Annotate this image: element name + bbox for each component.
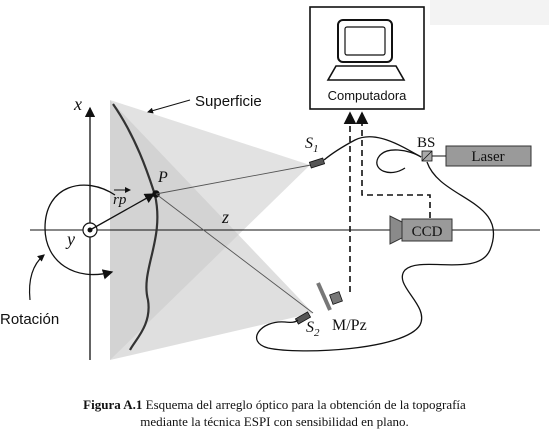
x-axis-label: x [73, 94, 82, 114]
fiber-loop-upper [376, 149, 422, 174]
mirror [316, 282, 332, 311]
caption-text-2: mediante la técnica ESPI con sensibilida… [140, 414, 409, 429]
ray-to-s1 [155, 164, 312, 195]
caption-text-1: Esquema del arreglo óptico para la obten… [145, 397, 466, 412]
beamsplitter-label: BS [417, 135, 435, 151]
rotation-arrow [44, 184, 116, 280]
rotation-label: Rotación [0, 311, 59, 328]
figure-caption: Figura A.1 Esquema del arreglo óptico pa… [0, 396, 549, 430]
ray-to-s2 [155, 193, 314, 314]
surface-profile [112, 103, 159, 351]
ccd-label: CCD [412, 224, 443, 240]
source-s1-label: S1 [305, 135, 319, 155]
pzt-actuator [329, 291, 343, 305]
surface-label: Superficie [195, 93, 262, 110]
background-corner [430, 0, 549, 25]
position-vector [89, 193, 156, 231]
source-s1 [308, 157, 326, 169]
z-axis-label: z [221, 207, 229, 227]
caption-figure-label: Figura A.1 [83, 397, 143, 412]
computer-label: Computadora [328, 88, 408, 103]
point-p-label: P [157, 169, 168, 186]
rotation-label-pointer [28, 254, 45, 301]
keyboard-icon [326, 65, 406, 81]
mirror-pzt-label: M/Pz [332, 317, 367, 334]
beam-splitter-diagonal [421, 150, 433, 162]
laser-label: Laser [471, 149, 504, 165]
caption-line-1: Figura A.1 Esquema del arreglo óptico pa… [0, 396, 549, 413]
y-axis-label: y [65, 229, 75, 249]
signal-line-camera [355, 111, 431, 218]
fiber-to-s2 [255, 161, 495, 352]
fiber-to-s1 [323, 136, 422, 161]
monitor-screen [344, 26, 386, 56]
ccd-lens [389, 215, 403, 245]
surface-label-pointer [147, 99, 191, 114]
source-s2-label: S2 [306, 319, 320, 339]
vector-label: rp [113, 192, 127, 208]
